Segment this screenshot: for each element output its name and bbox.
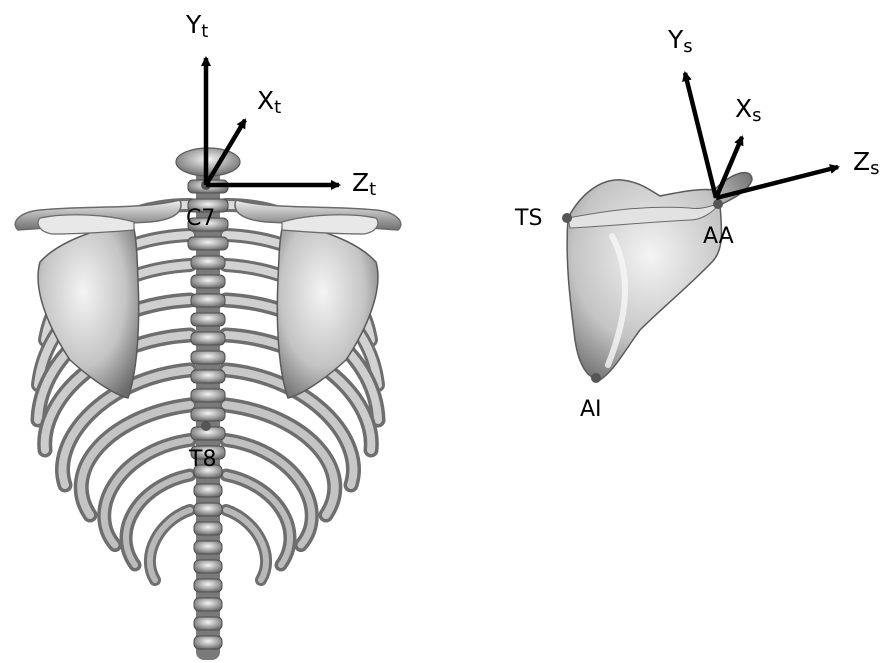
scapula-y-axis-base: Y (668, 25, 683, 54)
vertebra (191, 408, 225, 421)
vertebra (194, 560, 222, 573)
scapula-y-axis-sub: s (683, 36, 692, 57)
vertebra (194, 617, 222, 630)
vertebra (194, 484, 222, 497)
t8-marker (201, 421, 211, 431)
scapula-y-axis-label: Ys (668, 27, 693, 56)
thorax-x-axis-label: Xt (257, 88, 281, 117)
scapula-y-axis-arrow (685, 73, 716, 198)
thorax-y-axis-base: Y (186, 10, 201, 39)
thorax-y-axis-label: Yt (186, 12, 208, 41)
vertebra (194, 541, 222, 554)
vertebrae (188, 180, 228, 649)
thorax-x-axis-base: X (257, 86, 274, 115)
ts-label: TS (515, 208, 542, 230)
vertebra (191, 256, 225, 269)
scapula-z-axis-base: Z (853, 147, 870, 176)
vertebra (191, 275, 225, 288)
aa-marker (713, 199, 723, 209)
aa-label: AA (703, 226, 734, 248)
c7-label: C7 (186, 208, 215, 230)
vertebra (191, 332, 225, 345)
vertebra (191, 389, 225, 402)
scapula-x-axis-sub: s (752, 105, 761, 126)
vertebra (188, 237, 228, 250)
vertebra (191, 351, 225, 364)
scapula-x-axis-base: X (735, 94, 752, 123)
thorax-y-axis-sub: t (201, 21, 208, 42)
ts-marker (562, 213, 572, 223)
isolated-scapula (567, 173, 752, 380)
vertebra (194, 579, 222, 592)
scapula-axes (685, 73, 838, 198)
t8-label: T8 (189, 449, 216, 471)
scapula-z-axis-sub: s (870, 158, 879, 179)
vertebra (194, 522, 222, 535)
vertebra (194, 598, 222, 611)
ai-marker (591, 373, 601, 383)
ai-label: AI (580, 399, 602, 421)
vertebra (194, 636, 222, 649)
scapula-x-axis-label: Xs (735, 96, 762, 125)
vertebra (191, 370, 225, 383)
thorax-z-axis-base: Z (352, 168, 369, 197)
thorax-z-axis-label: Zt (352, 170, 376, 199)
vertebra (191, 294, 225, 307)
thorax-z-axis-sub: t (369, 179, 376, 200)
thorax-x-axis-sub: t (274, 97, 281, 118)
vertebra (191, 313, 225, 326)
scapula-z-axis-label: Zs (853, 149, 880, 178)
vertebra (194, 503, 222, 516)
